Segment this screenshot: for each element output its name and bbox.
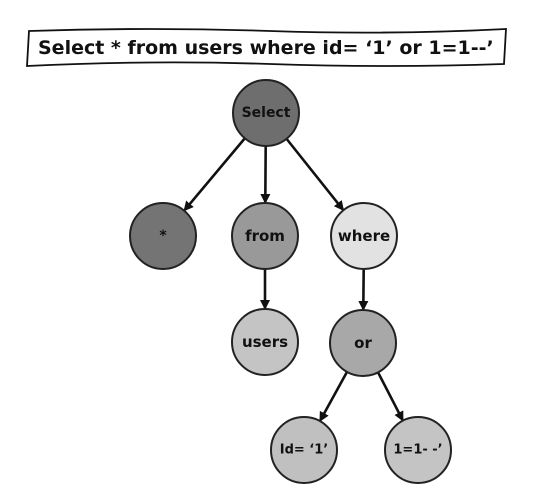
node-where-circle xyxy=(330,202,398,270)
node-where: where xyxy=(330,202,398,270)
edge-or-to-id-eq xyxy=(319,370,349,422)
edge-or-to-one-eq-one xyxy=(376,370,404,422)
node-select-label: Select xyxy=(242,105,291,121)
edges xyxy=(183,136,404,422)
node-users-circle xyxy=(231,308,299,376)
node-select-circle xyxy=(232,79,300,147)
node-one-eq-one-label: 1=1- -’ xyxy=(393,443,442,458)
query-banner-frame xyxy=(26,28,507,67)
node-or-circle xyxy=(329,309,397,377)
node-id-eq: Id= ‘1’ xyxy=(270,416,338,484)
edge-select-to-where xyxy=(284,137,345,211)
node-star-circle xyxy=(129,202,197,270)
node-or: or xyxy=(329,309,397,377)
node-where-label: where xyxy=(338,227,390,245)
node-from-label: from xyxy=(245,227,285,245)
node-from: from xyxy=(231,202,299,270)
query-text: Select * from users where id= ‘1’ or 1=1… xyxy=(38,37,494,59)
node-one-eq-one-circle xyxy=(384,416,452,484)
node-id-eq-label: Id= ‘1’ xyxy=(280,443,328,458)
node-id-eq-circle xyxy=(270,416,338,484)
node-star: * xyxy=(129,202,197,270)
node-users: users xyxy=(231,308,299,376)
node-one-eq-one: 1=1- -’ xyxy=(384,416,452,484)
query-banner: Select * from users where id= ‘1’ or 1=1… xyxy=(26,28,507,67)
node-from-circle xyxy=(231,202,299,270)
node-users-label: users xyxy=(242,333,288,351)
node-or-label: or xyxy=(354,334,372,352)
node-star-label: * xyxy=(159,228,167,244)
edge-select-to-star xyxy=(183,136,247,212)
node-select: Select xyxy=(232,79,300,147)
